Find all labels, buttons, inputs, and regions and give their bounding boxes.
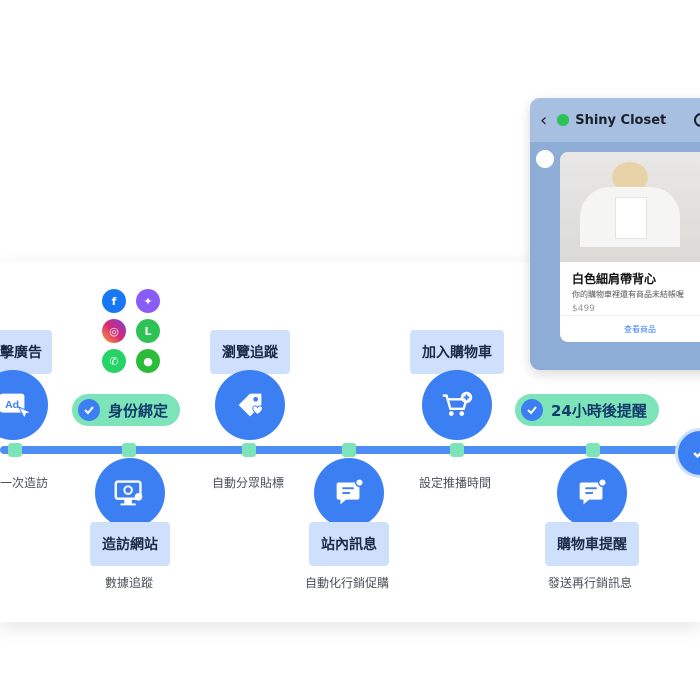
remind-pill: 24小時後提醒	[515, 394, 659, 426]
step-ad-label: 擊廣告	[0, 330, 52, 374]
step-message-label: 站內訊息	[309, 522, 389, 566]
timeline-dot	[342, 443, 356, 457]
instagram-icon: ◎	[102, 319, 126, 343]
messenger-icon: ✦	[136, 289, 160, 313]
clock-icon[interactable]	[694, 113, 700, 127]
line-icon: L	[136, 319, 160, 343]
product-image	[560, 152, 700, 262]
timeline-dot	[242, 443, 256, 457]
step-message-circle[interactable]	[314, 458, 384, 528]
timeline-dot	[586, 443, 600, 457]
monitor-icon	[114, 480, 143, 506]
check-icon	[78, 399, 100, 421]
chat-shop-name: Shiny Closet	[575, 112, 667, 128]
step-reminder-circle[interactable]	[557, 458, 627, 528]
chat-bubble-icon	[579, 478, 607, 505]
timeline-dot	[122, 443, 136, 457]
whatsapp-icon: ✆	[102, 349, 126, 373]
step-browse-circle[interactable]	[215, 370, 285, 440]
verified-icon	[557, 114, 570, 126]
check-icon	[693, 452, 700, 459]
step-browse-caption: 自動分眾貼標	[212, 476, 285, 490]
back-icon[interactable]: ‹	[540, 109, 548, 131]
step-browse-label: 瀏覽追蹤	[210, 330, 290, 374]
chat-bubble-icon	[336, 478, 364, 505]
product-card[interactable]: 白色細肩帶背心 你的購物車裡還有商品未結帳喔 $499 查看商品	[560, 152, 700, 342]
identity-pill: 身份綁定	[72, 394, 181, 426]
step-cart-circle[interactable]	[422, 370, 492, 440]
identity-pill-label: 身份綁定	[108, 401, 169, 420]
shop-avatar	[536, 150, 554, 168]
product-desc: 你的購物車裡還有商品未結帳喔	[572, 290, 684, 299]
chat-header: ‹ Shiny Closet	[530, 98, 700, 142]
svg-text:Ad: Ad	[5, 400, 19, 411]
step-visit-circle[interactable]	[95, 458, 165, 528]
facebook-icon: f	[102, 289, 126, 313]
product-name: 白色細肩帶背心	[572, 272, 657, 286]
step-visit-caption: 數據追蹤	[105, 576, 154, 590]
step-ad-caption: 一次造訪	[0, 476, 49, 490]
chat-window: ‹ Shiny Closet 白色細肩帶背心 你的購物車裡還有商品未結帳喔 $4…	[530, 98, 700, 370]
timeline-dot	[8, 443, 22, 457]
step-cart-caption: 設定推播時間	[419, 476, 492, 490]
ad-icon: Ad	[0, 393, 32, 420]
step-reminder-caption: 發送再行銷訊息	[548, 576, 633, 590]
step-message-caption: 自動化行銷促購	[305, 576, 390, 590]
wechat-icon: ●	[136, 349, 160, 373]
step-reminder-label: 購物車提醒	[545, 522, 639, 566]
step-cart-label: 加入購物車	[410, 330, 504, 374]
cart-add-icon	[442, 391, 473, 416]
view-product-link[interactable]: 查看商品	[560, 315, 700, 342]
step-visit-label: 造訪網站	[90, 522, 170, 566]
remind-pill-label: 24小時後提醒	[551, 401, 647, 420]
timeline-dot	[450, 443, 464, 457]
tag-heart-icon	[238, 393, 263, 417]
product-price: $499	[572, 304, 595, 314]
check-icon	[521, 399, 543, 421]
